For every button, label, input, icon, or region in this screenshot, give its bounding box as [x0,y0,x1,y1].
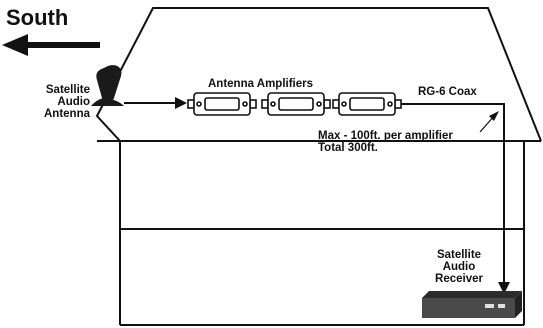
coax-arrowhead [498,282,510,294]
antenna-label-line-3: Antenna [44,108,90,121]
amplifier-1-connector-right [249,99,257,109]
amplifier-3-label-plate [349,97,385,111]
roof-outline [95,7,542,142]
amplifier-2-connector-right [323,99,331,109]
amplifier-3-screw-right [387,101,393,107]
satellite-antenna [91,65,124,106]
antenna-label-line-1: Satellite [45,84,90,96]
receiver-button [498,304,505,308]
amplifier-1-screw-right [242,101,248,107]
amplifier-2-screw-right [316,101,322,107]
receiver-label-line-2: Audio [442,261,476,274]
south-arrow-shaft [22,42,100,48]
amplifier-1 [187,92,257,116]
amplifier-2-connector-left [261,99,269,109]
antenna-label: Satellite Audio Antenna [26,84,90,120]
receiver-side [515,291,522,318]
amplifiers-label: Antenna Amplifiers [208,78,314,90]
receiver-label-line-1: Satellite [436,249,482,261]
max-length-note: Max - 100ft. per amplifier Total 300ft. [318,130,453,154]
coax-cable [401,103,505,283]
amplifier-2-screw-left [270,101,276,107]
amplifier-3-screw-left [341,101,347,107]
amplifier-1-screw-left [196,101,202,107]
south-arrow [2,34,100,56]
max-note-leader-head [489,111,499,121]
receiver-front [422,298,515,318]
south-label: South [6,5,69,30]
receiver-top [422,291,522,298]
receiver-unit [422,291,522,318]
receiver-display [485,304,494,308]
max-length-line-2: Total 300ft. [318,142,378,155]
receiver-label: Satellite Audio Receiver [428,249,490,285]
house [95,7,542,326]
amplifier-3-connector-right [394,99,402,109]
amplifier-3 [332,92,402,116]
amplifier-2-label-plate [278,97,314,111]
antenna-label-line-2: Audio [57,96,90,109]
amplifier-1-label-plate [204,97,240,111]
amplifier-3-connector-left [332,99,340,109]
coax-label: RG-6 Coax [418,86,477,98]
amplifier-1-connector-left [187,99,195,109]
south-arrow-head [2,34,28,56]
antenna-cable-arrowhead [175,97,187,109]
max-length-line-1: Max - 100ft. per amplifier [318,130,453,142]
amplifier-2 [261,92,331,116]
receiver-label-line-3: Receiver [435,273,483,286]
antenna-fin [96,65,122,103]
antenna-base [91,98,124,106]
